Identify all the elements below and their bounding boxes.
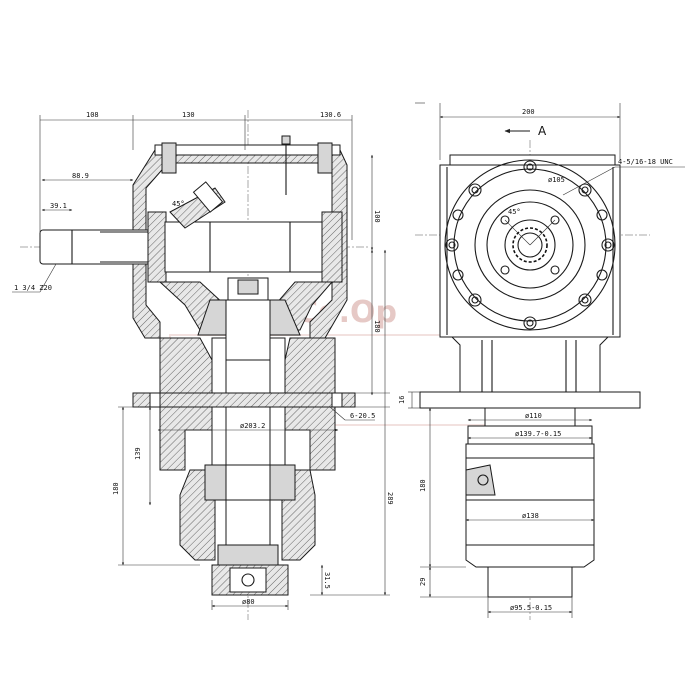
dim-31-5: 31.5 (323, 572, 331, 589)
view-label-a: A (538, 124, 547, 138)
dim-16: 16 (398, 396, 406, 404)
dim-88-9: 88.9 (72, 172, 89, 180)
dim-100: 100 (373, 210, 381, 223)
dim-39-1: 39.1 (50, 202, 67, 210)
dim-130-6: 130.6 (320, 111, 341, 119)
dim-45-gear: 45° (172, 200, 185, 208)
side-view: 200 A 4-5/16-18 UNC ø105 45° ø110 ø139.7… (398, 102, 685, 620)
dim-130: 130 (182, 111, 195, 119)
bolt-spec: 4-5/16-18 UNC (618, 158, 673, 166)
input-shaft (39, 229, 161, 265)
front-section-view: 108 130 130.6 88.9 39.1 1 3/4 Z20 45° 10… (12, 110, 394, 620)
side-neck (450, 336, 610, 393)
flange-bolts (445, 160, 615, 330)
dim-139: 139 (134, 447, 142, 460)
dim-110: ø110 (525, 412, 542, 420)
side-housing (439, 164, 621, 338)
dim-95-5: ø95.5-0.15 (510, 604, 552, 612)
dim-139-7: ø139.7-0.15 (515, 430, 561, 438)
dim-6-20-5: 6-20.5 (350, 412, 375, 420)
dim-80: ø80 (242, 598, 255, 606)
dim-203-2: ø203.2 (240, 422, 265, 430)
top-lid (154, 144, 341, 156)
spline-bore (512, 227, 548, 263)
dim-200: 200 (522, 108, 535, 116)
angle-45: 45° (508, 208, 521, 216)
dim-180-mid: 180 (373, 320, 381, 333)
dim-spline: 1 3/4 Z20 (14, 284, 52, 292)
dim-289: 289 (386, 492, 394, 505)
side-lower-hub (465, 443, 595, 568)
mounting-flange (132, 392, 356, 408)
dim-105: ø105 (548, 176, 565, 184)
dim-180-side: 180 (419, 479, 427, 492)
dim-180-lower: 180 (112, 482, 120, 495)
dim-29: 29 (419, 578, 427, 586)
side-bottom-stub (487, 566, 573, 598)
dim-138: ø138 (522, 512, 539, 520)
side-flange (419, 391, 641, 409)
dim-108: 108 (86, 111, 99, 119)
